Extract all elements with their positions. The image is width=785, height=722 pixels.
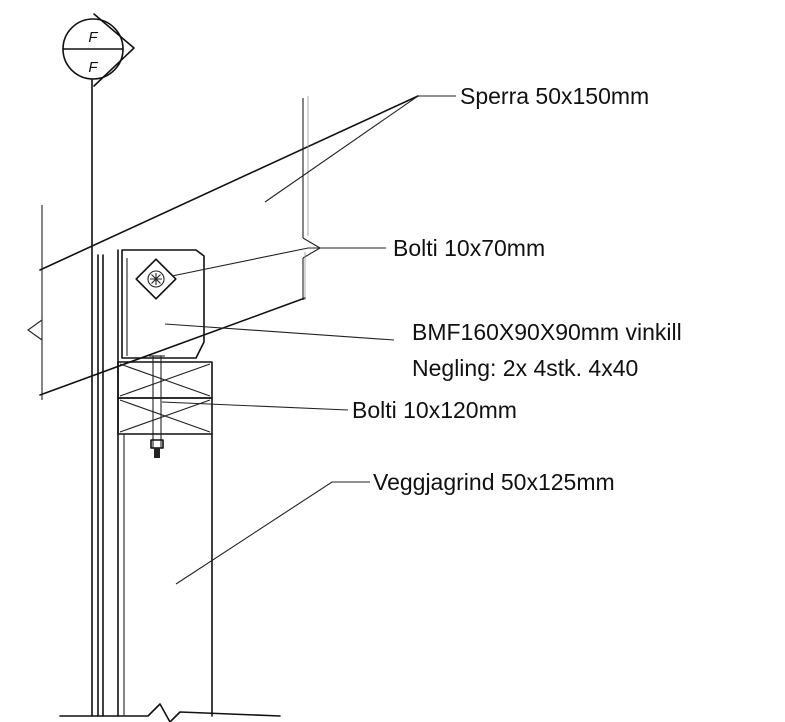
wall-cladding-lines [91, 79, 119, 717]
bolt-120-tail [154, 448, 160, 458]
rafter-top-edge [39, 95, 419, 271]
label-negling: Negling: 2x 4stk. 4x40 [412, 355, 638, 381]
leader-bolti-120 [161, 401, 349, 411]
section-marker: F F [62, 13, 135, 87]
label-vinkill: BMF160X90X90mm vinkill [412, 319, 682, 345]
bracket-plate [121, 249, 205, 359]
section-marker-top: F [88, 29, 98, 46]
angle-bracket [121, 249, 208, 363]
bolt-70-head [135, 258, 177, 300]
base-break-line [59, 703, 281, 722]
section-marker-arrow [93, 13, 135, 87]
leader-sperra [264, 95, 456, 203]
bolt-70-star [150, 273, 162, 285]
bolt-120 [149, 355, 165, 458]
rafter [27, 95, 419, 400]
bolt-70-washer [147, 270, 165, 288]
section-marker-bottom: F [88, 59, 98, 76]
plate-lower-cross [119, 399, 211, 433]
label-bolti-70: Bolti 10x70mm [393, 235, 545, 261]
rafter-break-left [27, 319, 43, 341]
label-veggjagrind: Veggjagrind 50x125mm [373, 469, 615, 495]
plate-upper-cross [119, 363, 211, 397]
leader-lines [161, 95, 456, 585]
top-plate-lower [117, 397, 213, 435]
wall-stud [123, 433, 213, 717]
label-sperra: Sperra 50x150mm [460, 83, 649, 109]
label-bolti-120: Bolti 10x120mm [352, 397, 517, 423]
leader-veggjagrind [175, 481, 370, 585]
rafter-bottom-edge [39, 297, 306, 396]
leader-bolti-70 [171, 247, 386, 277]
leader-vinkill [164, 323, 395, 341]
top-plates [117, 361, 213, 435]
